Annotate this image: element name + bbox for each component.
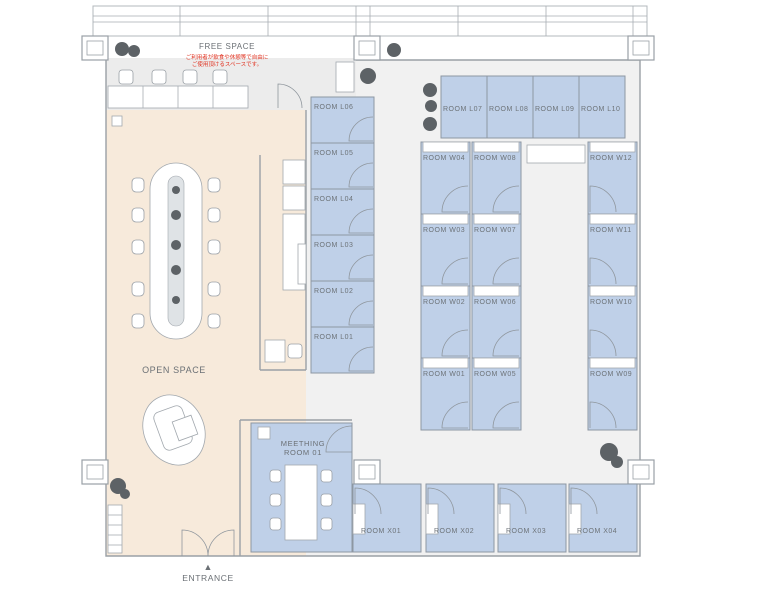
room-label: ROOM L09 xyxy=(535,106,574,113)
room-label: ROOM L10 xyxy=(581,106,620,113)
room-label: ROOM W01 xyxy=(423,371,465,378)
meeting-room-label-line-2: ROOM 01 xyxy=(284,448,322,457)
room-w-8: ROOM W08 xyxy=(471,141,522,215)
plant-icon xyxy=(360,43,437,131)
side-counters xyxy=(259,110,307,371)
room-x-4: ROOM X04 xyxy=(568,483,638,553)
room-label: ROOM W02 xyxy=(423,299,465,306)
table-chairs xyxy=(131,177,221,329)
plant-icon xyxy=(110,478,130,499)
room-label: ROOM W07 xyxy=(474,227,516,234)
room-label: ROOM L05 xyxy=(314,150,353,157)
meeting-room-label-line-1: MEETHING xyxy=(281,439,325,448)
room-w-6: ROOM W06 xyxy=(471,285,522,359)
shelf-unit xyxy=(526,144,586,164)
plant-icon xyxy=(600,443,623,468)
room-l-6: ROOM L06 xyxy=(310,96,375,144)
free-space-door xyxy=(277,83,303,109)
service-stairs xyxy=(107,504,123,554)
room-label: ROOM W05 xyxy=(474,371,516,378)
entrance-label: ENTRANCE xyxy=(182,573,234,583)
room-w-12: ROOM W12 xyxy=(587,141,638,215)
room-l-10: ROOM L10 xyxy=(578,75,626,139)
room-label: ROOM X01 xyxy=(361,528,401,535)
free-space-label: FREE SPACE xyxy=(199,42,255,51)
kitchenette xyxy=(335,61,355,93)
room-w-3: ROOM W03 xyxy=(420,213,471,287)
open-space-label: OPEN SPACE xyxy=(142,365,206,375)
room-l-5: ROOM L05 xyxy=(310,142,375,190)
room-label: ROOM W06 xyxy=(474,299,516,306)
room-label: ROOM W10 xyxy=(590,299,632,306)
room-label: ROOM W03 xyxy=(423,227,465,234)
room-label: ROOM L02 xyxy=(314,288,353,295)
room-label: ROOM W08 xyxy=(474,155,516,162)
meeting-room-01 xyxy=(250,422,353,553)
free-space-note-line-2: ご使用頂けるスペースです。 xyxy=(192,60,262,68)
outer-walls xyxy=(81,35,655,557)
room-l-7: ROOM L07 xyxy=(440,75,488,139)
room-label: ROOM X04 xyxy=(577,528,617,535)
lounge-sofa xyxy=(142,394,206,466)
room-w-11: ROOM W11 xyxy=(587,213,638,287)
room-label: ROOM W11 xyxy=(590,227,632,234)
room-label: ROOM W09 xyxy=(590,371,632,378)
room-l-9: ROOM L09 xyxy=(532,75,580,139)
plant-icon xyxy=(115,42,140,57)
room-x-2: ROOM X02 xyxy=(425,483,495,553)
room-l-1: ROOM L01 xyxy=(310,326,375,374)
room-w-1: ROOM W01 xyxy=(420,357,471,431)
room-l-4: ROOM L04 xyxy=(310,188,375,236)
room-label: ROOM L08 xyxy=(489,106,528,113)
room-label: ROOM X02 xyxy=(434,528,474,535)
room-w-9: ROOM W09 xyxy=(587,357,638,431)
room-label: ROOM W12 xyxy=(590,155,632,162)
room-l-3: ROOM L03 xyxy=(310,234,375,282)
room-label: ROOM L04 xyxy=(314,196,353,203)
room-label: ROOM L06 xyxy=(314,104,353,111)
room-w-2: ROOM W02 xyxy=(420,285,471,359)
room-l-2: ROOM L02 xyxy=(310,280,375,328)
room-x-3: ROOM X03 xyxy=(497,483,567,553)
window-band xyxy=(92,5,648,37)
room-label: ROOM L03 xyxy=(314,242,353,249)
room-l-8: ROOM L08 xyxy=(486,75,534,139)
free-space-counter xyxy=(107,69,249,127)
room-label: ROOM W04 xyxy=(423,155,465,162)
room-label: ROOM L07 xyxy=(443,106,482,113)
free-space-note-line-1: ご利用者が飲食や休憩等で自由に xyxy=(186,53,269,61)
room-w-10: ROOM W10 xyxy=(587,285,638,359)
room-label: ROOM X03 xyxy=(506,528,546,535)
room-label: ROOM L01 xyxy=(314,334,353,341)
long-table xyxy=(149,162,203,340)
entrance-arrow: ▲ xyxy=(204,562,213,572)
entrance-door xyxy=(181,529,235,557)
room-w-4: ROOM W04 xyxy=(420,141,471,215)
room-x-1: ROOM X01 xyxy=(352,483,422,553)
room-w-7: ROOM W07 xyxy=(471,213,522,287)
room-w-5: ROOM W05 xyxy=(471,357,522,431)
